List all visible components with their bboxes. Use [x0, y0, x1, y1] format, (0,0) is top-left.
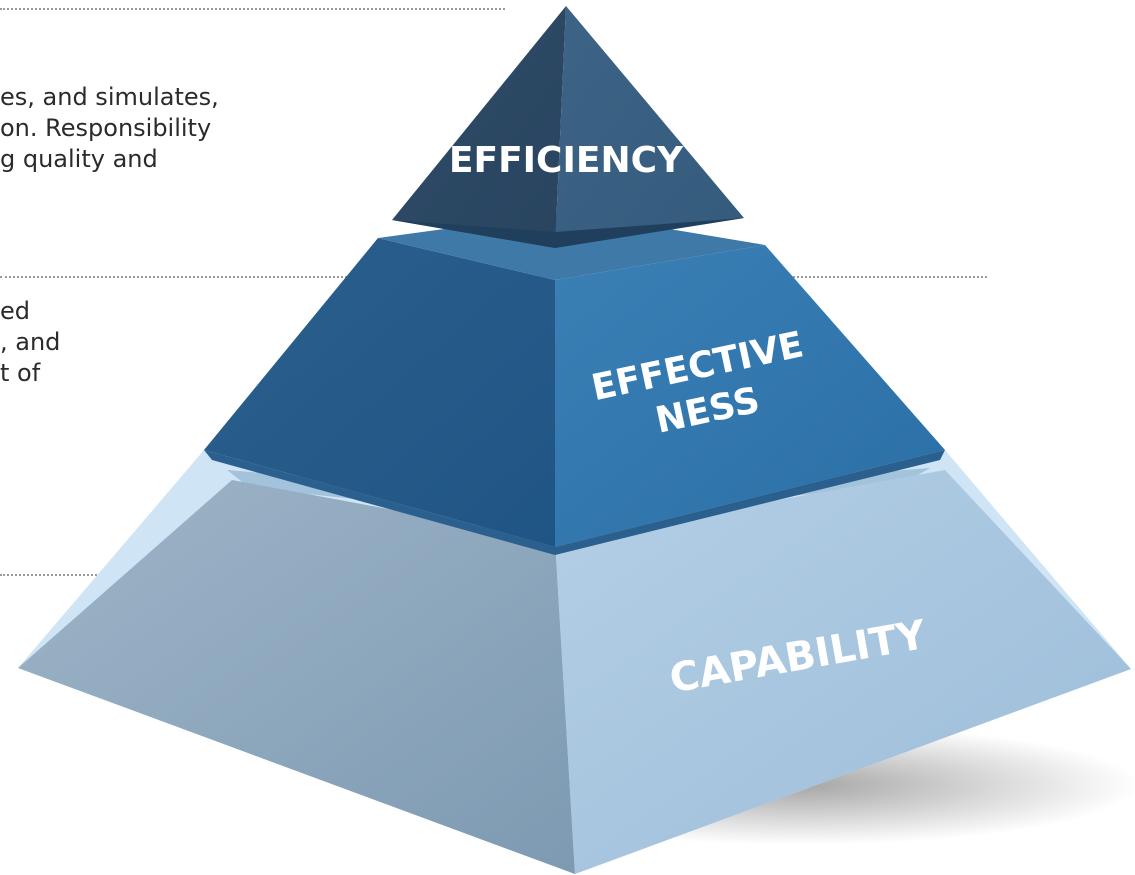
efficiency-label: EFFICIENCY — [449, 140, 684, 181]
capability-right-face — [555, 470, 1131, 874]
tier-efficiency: EFFICIENCY — [392, 6, 744, 248]
description-line: g quality and — [0, 145, 158, 173]
description-line: ed — [0, 297, 30, 325]
efficiency-base-edge — [392, 218, 744, 248]
capability-left-face — [18, 480, 575, 874]
efficiency-left-face — [392, 6, 566, 248]
effectiveness-left-face — [204, 238, 555, 547]
efficiency-description: es, and simulates, on. Responsibility g qu… — [0, 82, 219, 175]
tier-capability: CAPABILITY — [18, 450, 1131, 874]
description-line: t of — [0, 359, 41, 387]
description-line: on. Responsibility — [0, 114, 212, 142]
effectiveness-description: ed , and t of — [0, 296, 60, 389]
effectiveness-right-face — [555, 245, 945, 547]
efficiency-right-face — [555, 6, 744, 248]
description-line: es, and simulates, — [0, 83, 219, 111]
divider-line-top — [0, 8, 505, 10]
tier-effectiveness: EFFECTIVE NESS — [204, 212, 945, 555]
description-line: , and — [0, 328, 61, 356]
